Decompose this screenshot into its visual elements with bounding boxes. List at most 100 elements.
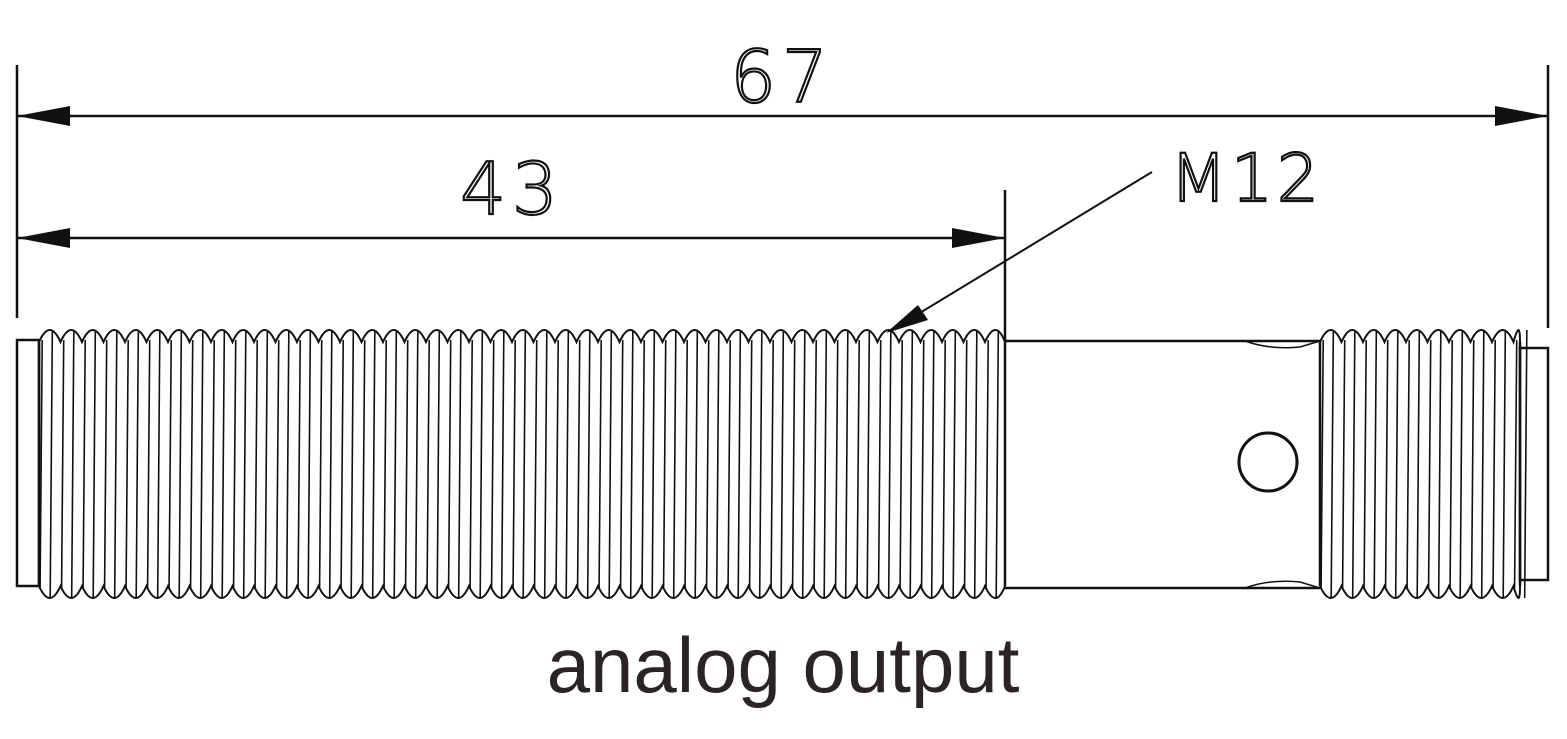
rear-thread	[1318, 329, 1528, 599]
thread-flank-line	[844, 329, 849, 599]
thread-flank-line	[672, 329, 677, 599]
dimension-label-overall: 67	[730, 35, 834, 119]
arrowhead-right-thread	[952, 228, 1005, 248]
thread-flank-line	[920, 339, 925, 589]
thread-flank-line	[963, 339, 968, 589]
thread-flank-line	[361, 339, 366, 589]
thread-flank-line	[813, 339, 818, 589]
dimension-thread: 43	[17, 146, 1005, 248]
thread-flank-line	[651, 329, 656, 599]
thread-flank-line	[533, 339, 538, 589]
extension-lines	[15, 65, 1550, 340]
thread-flank-line	[264, 329, 269, 599]
thread-flank-line	[619, 339, 624, 589]
thread-flank-line	[1363, 339, 1368, 589]
thread-flank-line	[350, 329, 355, 599]
thread-spec-label: M12	[1170, 140, 1323, 217]
main-thread	[37, 329, 1007, 599]
thread-flank-line	[135, 329, 140, 599]
thread-flank-line	[113, 329, 118, 599]
leader-arrowhead	[886, 305, 928, 333]
thread-flank-line	[737, 329, 742, 599]
thread-flank-line	[1341, 339, 1346, 589]
thread-flank-line	[952, 329, 957, 599]
thread-flank-line	[598, 339, 603, 589]
thread-flank-line	[985, 339, 990, 589]
thread-flank-line	[1470, 339, 1475, 589]
thread-flank-line	[318, 339, 323, 589]
caption: analog output	[547, 621, 1020, 709]
thread-flank-line	[727, 339, 732, 589]
thread-flank-line	[565, 329, 570, 599]
rear-end-cap	[1518, 346, 1550, 582]
shank-bottom-relief	[1244, 580, 1321, 589]
thread-flank-line	[414, 329, 419, 599]
thread-flank-line	[1437, 329, 1442, 599]
thread-flank-line	[641, 339, 646, 589]
thread-flank-line	[1502, 329, 1507, 599]
thread-flank-line	[576, 339, 581, 589]
thread-flank-line	[82, 339, 87, 589]
thread-flank-line	[285, 329, 290, 599]
thread-flank-line	[866, 329, 871, 599]
thread-flank-line	[307, 329, 312, 599]
thread-flank-line	[232, 339, 237, 589]
thread-flank-line	[297, 339, 302, 589]
thread-flank-line	[555, 339, 560, 589]
thread-flank-line	[103, 339, 108, 589]
shank-top-relief	[1244, 340, 1321, 349]
thread-flank-line	[899, 339, 904, 589]
thread-flank-line	[1406, 339, 1411, 589]
thread-flank-line	[436, 329, 441, 599]
thread-flank-line	[1394, 329, 1399, 599]
thread-flank-line	[930, 329, 935, 599]
thread-flank-line	[328, 329, 333, 599]
thread-flank-line	[146, 339, 151, 589]
thread-flank-line	[189, 339, 194, 589]
arrowhead-right-overall	[1495, 106, 1548, 126]
thread-flank-line	[393, 329, 398, 599]
thread-flank-line	[1384, 339, 1389, 589]
thread-flank-line	[1492, 339, 1497, 589]
thread-flank-line	[469, 339, 474, 589]
thread-flank-line	[770, 339, 775, 589]
led-indicator-hole	[1237, 431, 1299, 493]
thread-flank-line	[684, 339, 689, 589]
thread-flank-line	[242, 329, 247, 599]
thread-flank-line	[823, 329, 828, 599]
thread-flank-line	[995, 329, 1000, 599]
thread-flank-line	[156, 329, 161, 599]
thread-flank-line	[371, 329, 376, 599]
thread-flank-line	[1427, 339, 1432, 589]
thread-flank-line	[178, 329, 183, 599]
thread-flank-line	[60, 339, 65, 589]
thread-flank-line	[942, 339, 947, 589]
thread-flank-line	[1373, 329, 1378, 599]
thread-callout: M12	[886, 139, 1323, 333]
thread-flank-line	[457, 329, 462, 599]
thread-flank-line	[70, 329, 75, 599]
dimension-overall: 67	[17, 34, 1548, 126]
thread-crest-top	[1319, 329, 1521, 345]
thread-flank-line	[608, 329, 613, 599]
thread-flank-line	[1330, 329, 1335, 599]
thread-flank-line	[447, 339, 452, 589]
thread-flank-line	[834, 339, 839, 589]
arrowhead-left-thread	[17, 228, 70, 248]
thread-flank-line	[856, 339, 861, 589]
dimension-label-thread: 43	[460, 147, 564, 231]
thread-flank-line	[49, 329, 54, 599]
thread-flank-line	[92, 329, 97, 599]
thread-flank-line	[1320, 339, 1325, 589]
thread-flank-line	[426, 339, 431, 589]
thread-flank-line	[479, 329, 484, 599]
thread-flank-line	[543, 329, 548, 599]
thread-flank-line	[629, 329, 634, 599]
thread-crest-bottom	[38, 583, 1006, 599]
thread-flank-line	[662, 339, 667, 589]
thread-flank-line	[791, 339, 796, 589]
front-face	[15, 338, 41, 588]
thread-flank-line	[1523, 329, 1528, 599]
leader-line	[899, 171, 1153, 326]
